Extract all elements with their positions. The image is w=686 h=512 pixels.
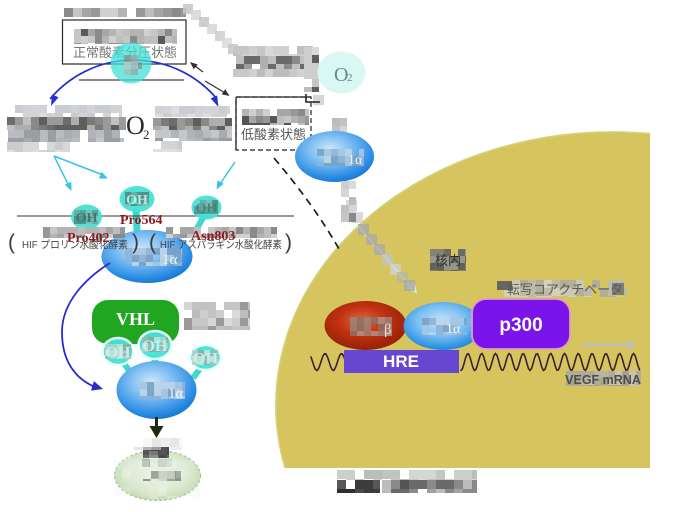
svg-text:VHL: VHL	[116, 309, 155, 329]
svg-text:核内: 核内	[435, 253, 461, 268]
svg-text:OH: OH	[196, 202, 218, 217]
svg-text:(: (	[8, 231, 15, 254]
svg-text:OH: OH	[76, 211, 98, 226]
svg-text:HRE: HRE	[383, 352, 419, 371]
svg-text:Pro402: Pro402	[67, 231, 110, 246]
svg-text:(: (	[149, 231, 156, 254]
svg-text:O: O	[126, 111, 145, 140]
svg-text:OH: OH	[143, 338, 168, 355]
svg-text:): )	[285, 231, 292, 254]
svg-text:転写コアクチベータ: 転写コアクチベータ	[507, 282, 623, 297]
svg-text:Asn803: Asn803	[191, 229, 235, 244]
svg-text:OH: OH	[193, 351, 218, 368]
svg-text:VEGF mRNA: VEGF mRNA	[565, 373, 641, 387]
svg-text:): )	[132, 231, 139, 254]
svg-text:1α: 1α	[446, 322, 461, 337]
svg-text:Pro564: Pro564	[120, 213, 163, 228]
svg-text:2: 2	[143, 127, 150, 142]
svg-text:1α: 1α	[162, 252, 178, 268]
svg-text:OH: OH	[126, 193, 148, 208]
svg-text:O: O	[334, 64, 348, 86]
svg-text:β: β	[384, 322, 392, 338]
svg-text:2: 2	[347, 72, 353, 84]
svg-text:1α: 1α	[168, 386, 184, 402]
svg-text:p300: p300	[499, 315, 542, 336]
svg-text:低酸素状態: 低酸素状態	[241, 127, 306, 142]
svg-text:HIF アスパラギン水酸化酵素: HIF アスパラギン水酸化酵素	[160, 238, 282, 251]
svg-text:HIF プロリン水酸化酵素: HIF プロリン水酸化酵素	[22, 238, 128, 251]
svg-text:1α: 1α	[348, 153, 363, 168]
svg-text:OH: OH	[106, 345, 131, 362]
